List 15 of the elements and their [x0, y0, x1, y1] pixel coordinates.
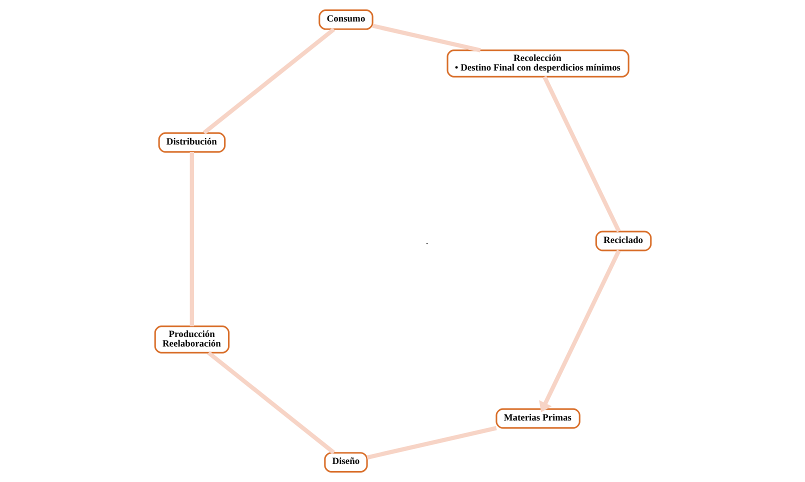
- arrow: [538, 250, 620, 412]
- node-box: Reciclado: [594, 230, 652, 252]
- connector: [542, 76, 620, 232]
- node-box: Producción Reelaboración: [154, 326, 230, 354]
- connector: [372, 24, 480, 52]
- connector: [202, 28, 335, 134]
- connector: [366, 426, 496, 460]
- node-box: Materias Primas: [495, 408, 580, 429]
- node-box: Diseño: [324, 452, 368, 473]
- node-box: Recolección • Destino Final con desperdicios mínimos: [446, 50, 629, 78]
- connector: [189, 152, 194, 326]
- node-box: Consumo: [318, 9, 373, 30]
- node-box: Distribución: [158, 132, 226, 153]
- connector: [206, 351, 335, 454]
- label: .: [425, 236, 428, 247]
